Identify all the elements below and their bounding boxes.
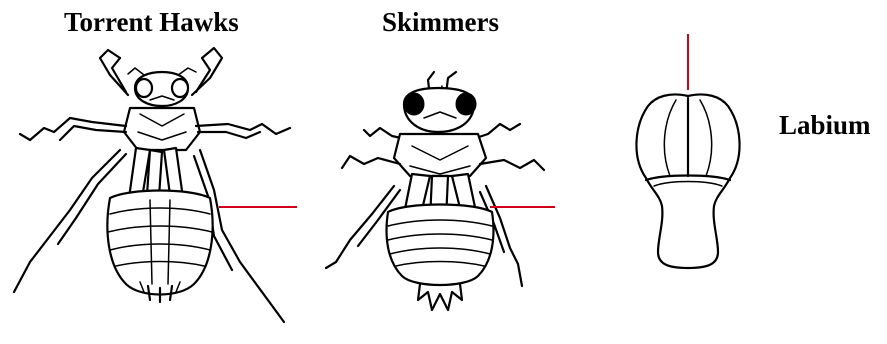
labium-illustration — [636, 94, 739, 268]
skimmer-nymph-illustration — [326, 72, 544, 310]
torrent-hawk-nymph-illustration — [14, 48, 290, 322]
